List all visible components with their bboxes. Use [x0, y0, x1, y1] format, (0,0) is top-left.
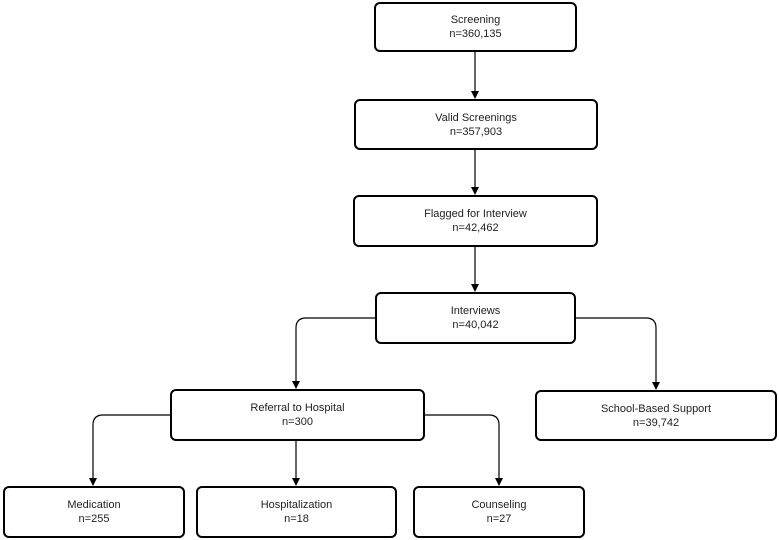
node-screening: Screening n=360,135 — [374, 2, 577, 52]
node-count: n=357,903 — [449, 125, 503, 138]
node-flagged-for-interview: Flagged for Interview n=42,462 — [353, 195, 598, 247]
node-medication: Medication n=255 — [3, 486, 185, 538]
node-referral-to-hospital: Referral to Hospital n=300 — [170, 389, 425, 441]
node-count: n=27 — [486, 513, 512, 525]
node-count: n=360,135 — [449, 28, 502, 40]
node-hospitalization: Hospitalization n=18 — [196, 486, 397, 538]
node-count: n=255 — [78, 513, 110, 525]
node-count: n=42,462 — [452, 222, 499, 234]
edge-interviews-referral — [292, 317, 376, 389]
edge-referral-counseling — [424, 414, 503, 486]
node-count: n=300 — [282, 416, 313, 428]
node-label: Flagged for Interview — [424, 208, 527, 220]
node-label: School-Based Support — [600, 402, 712, 415]
node-label: Interviews — [450, 305, 501, 317]
node-label: Hospitalization — [260, 499, 333, 511]
node-valid-screenings: Valid Screenings n=357,903 — [354, 99, 598, 150]
node-school-based-support: School-Based Support n=39,742 — [535, 390, 777, 441]
node-label: Screening — [450, 14, 501, 26]
edge-interviews-school — [575, 317, 660, 390]
node-count: n=39,742 — [632, 416, 680, 429]
node-label: Referral to Hospital — [250, 402, 345, 414]
node-count: n=40,042 — [452, 319, 499, 331]
node-interviews: Interviews n=40,042 — [375, 292, 576, 344]
edge-referral-medication — [89, 414, 171, 486]
node-label: Counseling — [471, 499, 527, 511]
node-label: Medication — [67, 499, 121, 511]
node-counseling: Counseling n=27 — [413, 486, 585, 538]
node-label: Valid Screenings — [435, 111, 517, 124]
node-count: n=18 — [284, 513, 309, 525]
